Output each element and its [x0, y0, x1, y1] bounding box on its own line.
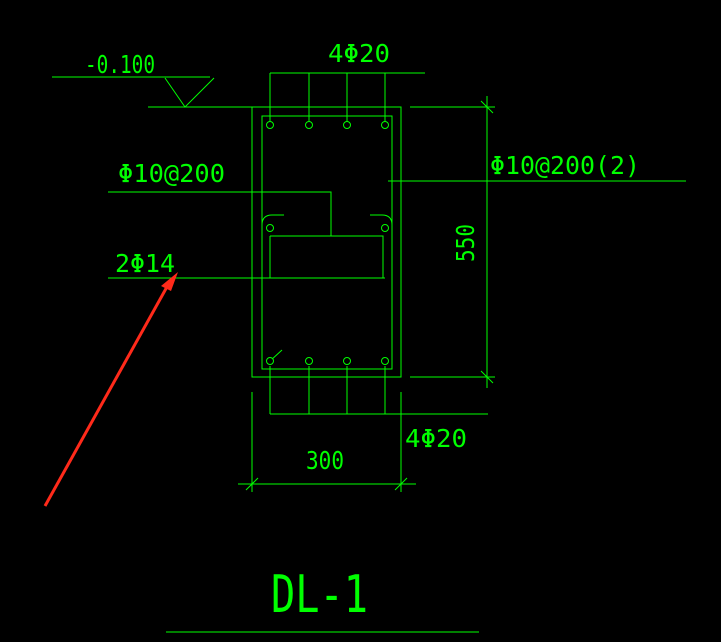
- height-dim-label: 550: [451, 224, 480, 262]
- stirrup-right-label: Φ10@200(2): [490, 151, 640, 180]
- dim-tick-left: [245, 477, 259, 491]
- top-bars-label: 4Φ20: [328, 39, 390, 68]
- arrow-head: [161, 272, 178, 291]
- bottom-bar: [343, 357, 351, 365]
- beam-name-label: DL-1: [271, 565, 368, 625]
- stirrup-hook-right: [370, 214, 393, 226]
- bottom-bar: [305, 357, 313, 365]
- stirrup-left-label: Φ10@200: [118, 159, 225, 188]
- side-bars-label: 2Φ14: [115, 249, 175, 278]
- arrow-shaft: [43, 284, 170, 507]
- top-bars-callout: 4Φ20: [269, 39, 425, 122]
- top-bar: [305, 121, 313, 129]
- beam-title: DL-1: [166, 565, 479, 633]
- bottom-bars-callout: 4Φ20: [269, 366, 488, 453]
- width-dim-label: 300: [306, 446, 344, 475]
- side-bar: [266, 224, 274, 232]
- stirrup-right-callout: Φ10@200(2): [388, 151, 686, 182]
- dim-tick-right: [394, 477, 408, 491]
- side-bar: [381, 224, 389, 232]
- bottom-bars-label: 4Φ20: [405, 424, 467, 453]
- top-bar: [381, 121, 389, 129]
- stirrup-outer: [261, 115, 393, 370]
- elevation-label: -0.100: [85, 50, 155, 79]
- stirrup-hook-left: [261, 214, 284, 226]
- stirrup-left-callout: Φ10@200: [108, 159, 332, 236]
- elevation-triangle-icon: [164, 77, 215, 108]
- bottom-bar: [266, 357, 274, 365]
- height-dimension: 550: [410, 96, 495, 388]
- elevation-mark: -0.100: [52, 50, 400, 108]
- arrow-icon: [43, 272, 178, 507]
- beam-section: [251, 106, 402, 378]
- dim-tick-bottom: [480, 370, 494, 384]
- top-bar: [266, 121, 274, 129]
- width-dimension: 300: [238, 392, 416, 492]
- side-bars-callout: 2Φ14: [108, 249, 385, 279]
- dim-tick-top: [480, 100, 494, 114]
- bottom-bar: [381, 357, 389, 365]
- stirrup-inner: [269, 235, 384, 279]
- beam-outline: [251, 106, 402, 378]
- top-bar: [343, 121, 351, 129]
- stirrup-left-leader: [108, 191, 332, 236]
